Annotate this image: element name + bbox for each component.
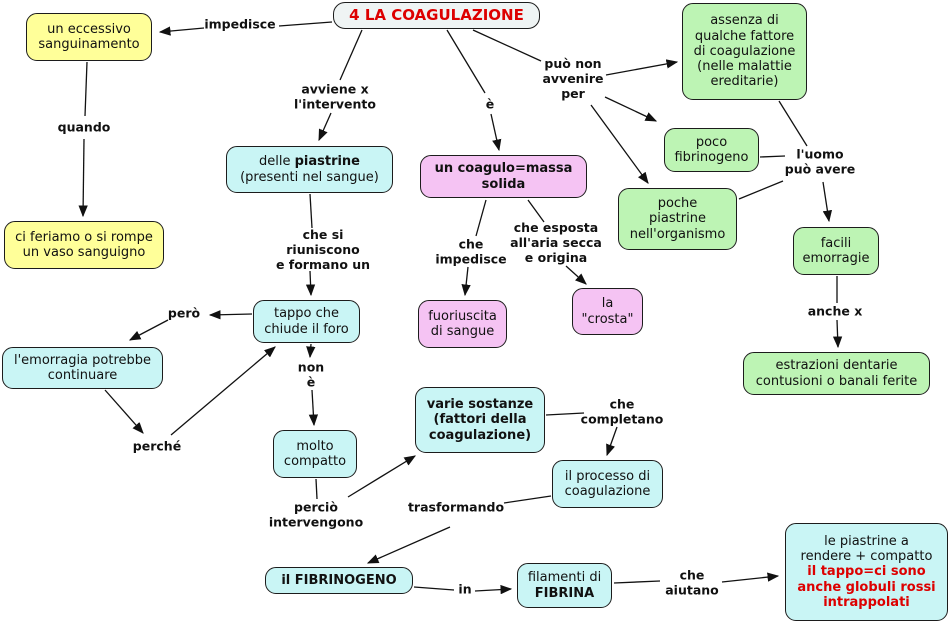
node-eccessivo-sanguinamento: un eccessivo sanguinamento bbox=[26, 13, 152, 61]
node-delle-piastrine: delle piastrine (presenti nel sangue) bbox=[226, 146, 393, 193]
edge-label-quando: quando bbox=[57, 119, 111, 135]
node-varie-sostanze: varie sostanze (fattori della coagulazio… bbox=[415, 387, 545, 453]
node-poche-piastrine: poche piastrine nell'organismo bbox=[618, 188, 737, 250]
map-title: 4 LA COAGULAZIONE bbox=[333, 2, 540, 29]
fibrina-text-regular: filamenti di bbox=[527, 570, 602, 586]
node-molto-compatto: molto compatto bbox=[273, 430, 357, 478]
edge-label-e: è bbox=[485, 96, 495, 112]
edge-label-pero: però bbox=[167, 305, 201, 321]
edge-label-trasformando: trasformando bbox=[407, 499, 505, 515]
edge-label-che-completano: che completano bbox=[580, 396, 664, 426]
node-emorragia-continuare: l'emorragia potrebbe continuare bbox=[2, 347, 163, 389]
node-la-crosta: la "crosta" bbox=[572, 288, 643, 335]
node-fuoriuscita-sangue: fuoriuscita di sangue bbox=[418, 300, 507, 348]
node-facili-emorragie: facili emorragie bbox=[793, 227, 879, 275]
edge-label-che-aiutano: che aiutano bbox=[665, 567, 719, 597]
edge-label-perche: perché bbox=[132, 438, 182, 454]
edge-label-anche-x: anche x bbox=[807, 303, 863, 319]
edge-label-impedisce: impedisce bbox=[204, 16, 276, 32]
edge-label-percio: perciò intervengono bbox=[268, 499, 364, 529]
edge-label-che-impedisce: che impedisce bbox=[435, 236, 507, 266]
edge-label-che-si: che si riuniscono e formano un bbox=[275, 226, 371, 272]
node-assenza-fattore: assenza di qualche fattore di coagulazio… bbox=[682, 3, 807, 100]
edge-label-in: in bbox=[458, 581, 472, 597]
piastrine-text-bold: piastrine bbox=[294, 154, 361, 170]
lepiastrine-text-red: il tappo=ci sono anche globuli rossi int… bbox=[797, 564, 936, 610]
node-fibrinogeno: il FIBRINOGENO bbox=[265, 567, 413, 594]
fibrina-text-bold: FIBRINA bbox=[534, 585, 595, 601]
edge-label-puo-non: può non avvenire per bbox=[542, 55, 604, 101]
node-processo-coagulazione: il processo di coagulazione bbox=[552, 460, 663, 508]
piastrine-text-paren: (presenti nel sangue) bbox=[240, 169, 379, 185]
piastrine-text-regular: delle bbox=[258, 154, 295, 170]
edge-label-luomo: l'uomo può avere bbox=[784, 146, 856, 176]
node-piastrine-compatto-tappo: le piastrine a rendere + compatto il tap… bbox=[785, 523, 948, 621]
edge-label-che-esposta: che esposta all'aria secca e origina bbox=[510, 219, 602, 265]
node-tappo-chiude-foro: tappo che chiude il foro bbox=[253, 300, 360, 343]
node-ci-feriamo: ci feriamo o si rompe un vaso sanguigno bbox=[4, 221, 164, 269]
node-filamenti-fibrina: filamenti di FIBRINA bbox=[517, 563, 612, 608]
node-coagulo-massa-solida: un coagulo=massa solida bbox=[420, 155, 587, 198]
edge-label-non-e: non è bbox=[297, 359, 325, 389]
node-estrazioni-dentarie: estrazioni dentarie contusioni o banali … bbox=[743, 352, 930, 395]
lepiastrine-text-black: le piastrine a rendere + compatto bbox=[800, 533, 933, 564]
edge-label-avviene: avviene x l'intervento bbox=[293, 81, 377, 111]
node-poco-fibrinogeno: poco fibrinogeno bbox=[664, 128, 759, 172]
